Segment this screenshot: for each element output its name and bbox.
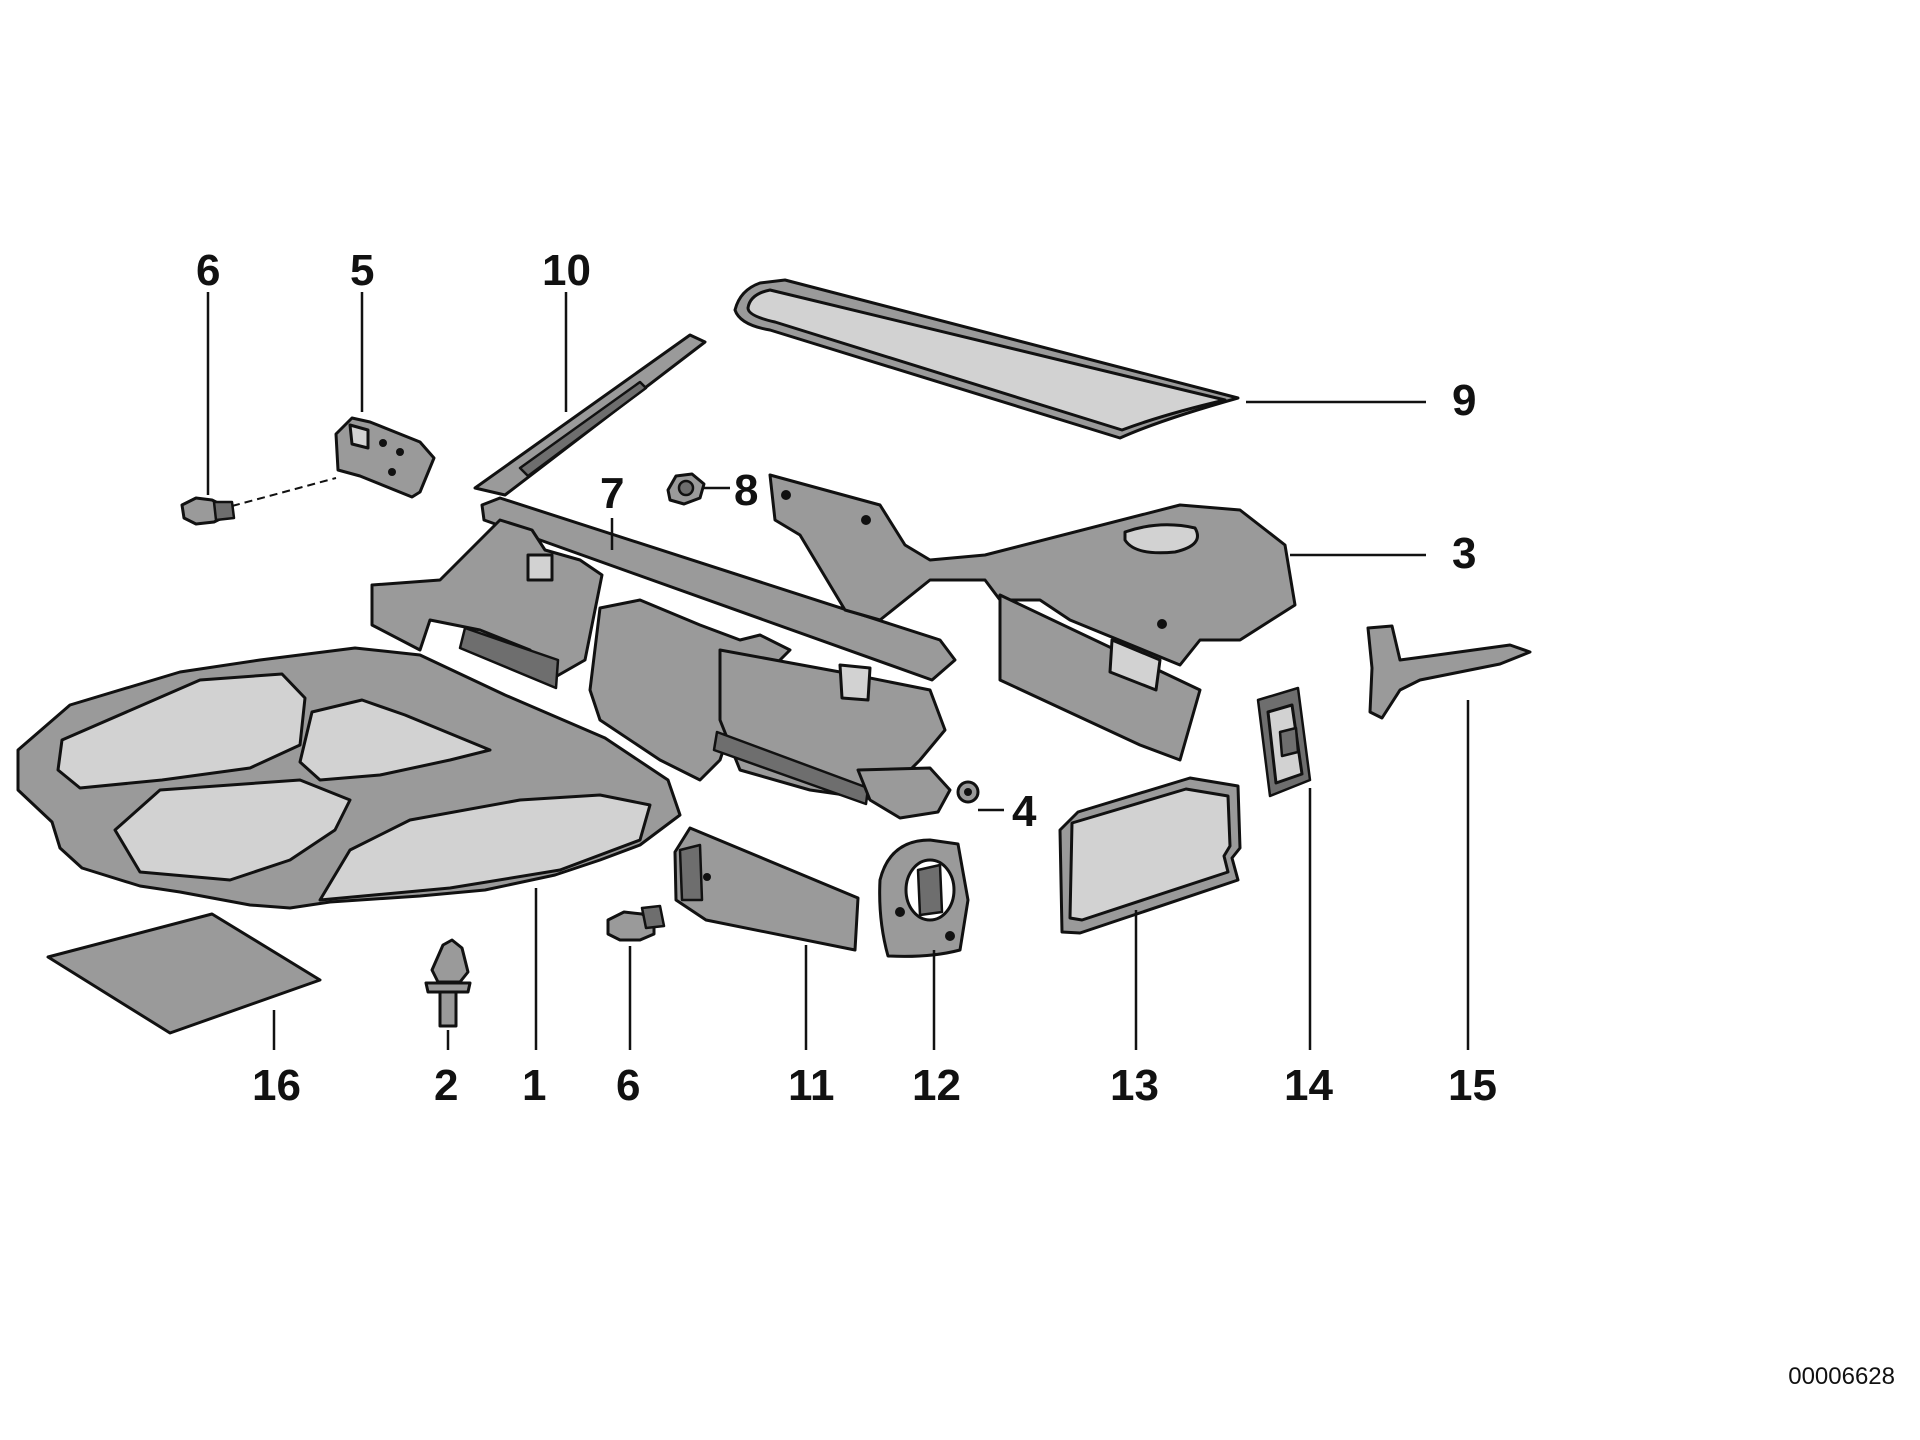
- callout-1: 1: [522, 1061, 546, 1110]
- part-9-panel: [733, 278, 1240, 440]
- part-4-nut: [956, 780, 980, 804]
- part-11-wedge-cover: [673, 826, 860, 952]
- callout-7: 7: [600, 469, 624, 518]
- callout-5: 5: [350, 246, 374, 295]
- callout-15: 15: [1448, 1061, 1497, 1110]
- part-13-flat-cover: [1058, 776, 1242, 935]
- callout-13: 13: [1110, 1061, 1159, 1110]
- callout-4: 4: [1012, 787, 1037, 836]
- part-6-bolt-bottom: [606, 904, 666, 942]
- part-2-clip: [424, 938, 472, 1028]
- callout-8: 8: [734, 466, 758, 515]
- callout-12: 12: [912, 1061, 961, 1110]
- drawing-code: 00006628: [1788, 1363, 1895, 1390]
- part-7-cross-member: [370, 496, 957, 820]
- leader-lines: [206, 292, 1470, 1050]
- part-6-bolt-top: [180, 496, 236, 526]
- part-12-socket: [878, 838, 970, 958]
- part-3-rear-panel: [768, 473, 1297, 762]
- callout-10: 10: [542, 246, 591, 295]
- part-16-pad: [46, 912, 322, 1035]
- callout-11: 11: [788, 1061, 835, 1110]
- callout-2: 2: [434, 1061, 458, 1110]
- callouts: 6 5 10 9 8 7 3 4 16 2 1 6 11 12 13 14 15: [196, 246, 1497, 1110]
- part-15-side-strip: [1366, 624, 1532, 720]
- callout-14: 14: [1284, 1061, 1333, 1110]
- part-10-strip: [473, 333, 707, 497]
- callout-6-bottom: 6: [616, 1061, 640, 1110]
- callout-3: 3: [1452, 529, 1476, 578]
- part-1-insulation-mat: [16, 646, 682, 910]
- callout-6-top: 6: [196, 246, 220, 295]
- callout-9: 9: [1452, 376, 1476, 425]
- callout-16: 16: [252, 1061, 301, 1110]
- part-5-bracket: [334, 416, 436, 499]
- part-8-nut: [666, 472, 706, 506]
- part-14-switch: [1256, 686, 1312, 798]
